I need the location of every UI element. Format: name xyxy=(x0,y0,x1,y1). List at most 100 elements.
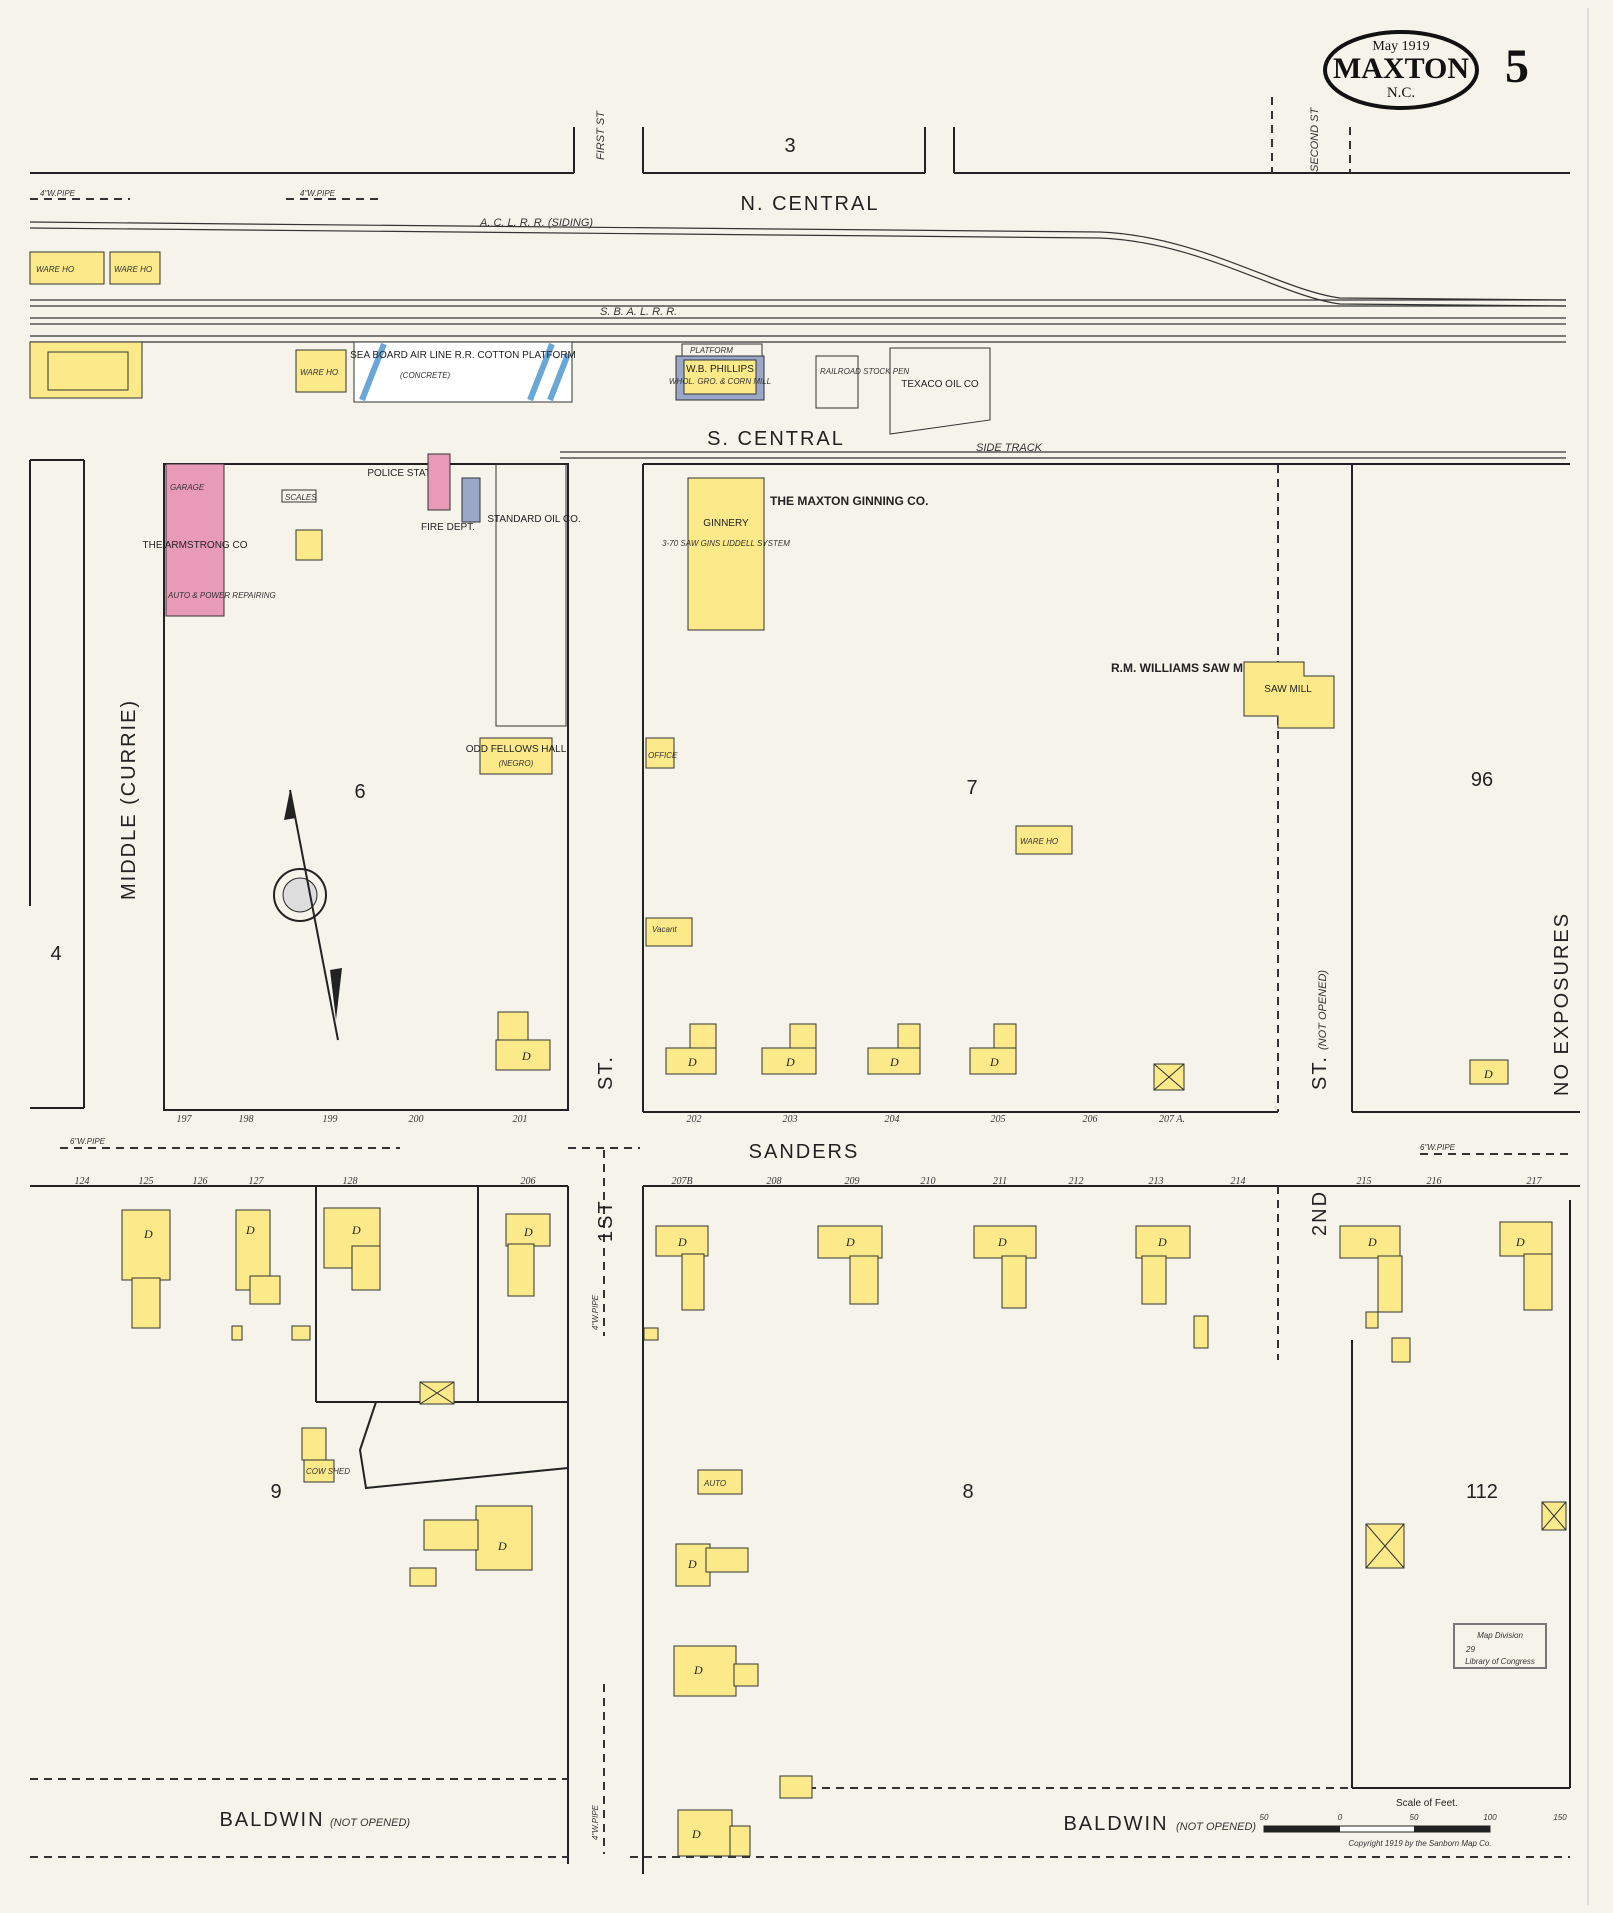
lot-number: 202 xyxy=(687,1114,702,1125)
svg-text:Map Division: Map Division xyxy=(1477,1631,1523,1640)
svg-text:D: D xyxy=(521,1049,531,1063)
svg-text:D: D xyxy=(1483,1067,1493,1081)
svg-text:W.B. PHILLIPS: W.B. PHILLIPS xyxy=(686,364,754,375)
svg-text:D: D xyxy=(677,1235,687,1249)
svg-text:WARE HO: WARE HO xyxy=(300,368,338,377)
pipe-label-4: 6"W.PIPE xyxy=(1420,1143,1456,1152)
lot-number: 207 A. xyxy=(1159,1114,1185,1125)
lot-number: 214 xyxy=(1231,1176,1246,1187)
svg-text:GINNERY: GINNERY xyxy=(703,518,749,529)
lot-number: 206 xyxy=(521,1176,536,1187)
svg-text:D: D xyxy=(691,1827,701,1841)
lot-number: 201 xyxy=(513,1114,528,1125)
dwellings-block9: D D D D COW SHED D xyxy=(121,1207,551,1587)
svg-text:50: 50 xyxy=(1260,1813,1269,1822)
dashed-streets xyxy=(30,97,1570,1858)
town-cement-wareho xyxy=(295,529,323,561)
lot-number: 127 xyxy=(249,1176,265,1187)
ware-ho-3: WARE HO xyxy=(295,349,347,393)
no-exposures-label: NO EXPOSURES xyxy=(1551,912,1573,1096)
title-cartouche: May 1919 MAXTON N.C. 5 xyxy=(1323,30,1529,110)
phillips-corn-mill: W.B. PHILLIPS WHOL. GRO. & CORN MILL PLA… xyxy=(669,343,771,401)
svg-text:D: D xyxy=(1515,1235,1525,1249)
acl-rail-label: A. C. L. R. R. (SIDING) xyxy=(479,217,593,229)
lot-number: 198 xyxy=(239,1114,254,1125)
dwelling-211: D xyxy=(973,1225,1037,1309)
street-2nd: 2ND xyxy=(1309,1190,1331,1236)
dwelling-217: D xyxy=(1499,1221,1553,1311)
lot-number: 205 xyxy=(991,1114,1006,1125)
svg-text:Scale of Feet.: Scale of Feet. xyxy=(1396,1798,1458,1809)
svg-text:SEA BOARD AIR LINE R.R. COTTON: SEA BOARD AIR LINE R.R. COTTON PLATFORM xyxy=(350,350,576,361)
cow-shed: COW SHED xyxy=(303,1459,350,1483)
lot-number: 126 xyxy=(193,1176,208,1187)
lot-number: 207B xyxy=(671,1176,692,1187)
lot-number: 124 xyxy=(75,1176,90,1187)
dwelling-215: D xyxy=(1339,1225,1403,1313)
lot-number: 209 xyxy=(845,1176,860,1187)
standard-oil-co: STANDARD OIL CO. xyxy=(487,463,581,727)
svg-text:D: D xyxy=(693,1663,703,1677)
block-number-3: 3 xyxy=(784,135,795,157)
lot-number: 213 xyxy=(1149,1176,1164,1187)
dwelling-213: D xyxy=(1135,1225,1191,1305)
svg-text:D: D xyxy=(687,1055,697,1069)
svg-text:WARE HO: WARE HO xyxy=(36,265,74,274)
dwelling-202: D xyxy=(665,1023,717,1075)
second-st-not-opened: (NOT OPENED) xyxy=(1317,970,1329,1050)
freight-shed-inner xyxy=(47,351,129,391)
street-lines xyxy=(29,127,1580,1874)
svg-text:150: 150 xyxy=(1553,1813,1567,1822)
pipe-label-2: 4"W.PIPE xyxy=(300,189,336,198)
svg-text:D: D xyxy=(997,1235,1007,1249)
fire-dept: FIRE DEPT. xyxy=(421,453,481,533)
dwelling-block9-lower: D xyxy=(409,1505,533,1587)
texaco-oil-co: TEXACO OIL CO xyxy=(889,347,991,435)
svg-text:TEXACO OIL CO: TEXACO OIL CO xyxy=(901,379,979,390)
dwelling-119: D xyxy=(677,1809,751,1857)
svg-text:D: D xyxy=(143,1227,153,1241)
copyright-label: Copyright 1919 by the Sanborn Map Co. xyxy=(1348,1839,1491,1848)
street-middle-currie: MIDDLE (CURRIE) xyxy=(118,699,140,900)
svg-text:D: D xyxy=(523,1225,533,1239)
lot-number: 197 xyxy=(177,1114,193,1125)
lot-number: 211 xyxy=(993,1176,1007,1187)
svg-text:SCALES: SCALES xyxy=(285,493,317,502)
lot-number: 215 xyxy=(1357,1176,1372,1187)
svg-text:(NEGRO): (NEGRO) xyxy=(499,759,534,768)
railroad-tracks xyxy=(29,221,1567,459)
baldwin-west-not-opened: (NOT OPENED) xyxy=(330,1817,410,1829)
dwelling-128: D xyxy=(323,1207,381,1291)
pipe-label-6: 4"W.PIPE xyxy=(591,1804,600,1840)
svg-text:FIRE DEPT.: FIRE DEPT. xyxy=(421,522,475,533)
svg-text:D: D xyxy=(889,1055,899,1069)
dwellings-block7: D D D D xyxy=(665,1023,1185,1091)
lot-number: 217 xyxy=(1527,1176,1543,1187)
pipe-label-5: 4"W.PIPE xyxy=(591,1294,600,1330)
lot-number: 208 xyxy=(767,1176,782,1187)
scale-bar: Scale of Feet. 50 0 50 100 150 Copyright… xyxy=(1260,1798,1568,1848)
block-number-9: 9 xyxy=(270,1481,281,1503)
svg-text:D: D xyxy=(1157,1235,1167,1249)
lot-number: 203 xyxy=(783,1114,798,1125)
dwelling-block96: D xyxy=(1469,1059,1509,1085)
svg-text:D: D xyxy=(1367,1235,1377,1249)
svg-text:AUTO: AUTO xyxy=(703,1479,726,1488)
block-number-4: 4 xyxy=(50,943,61,965)
lot-number: 200 xyxy=(409,1114,424,1125)
lot-number: 199 xyxy=(323,1114,338,1125)
maxton-ginning-co: GINNERY 3-70 SAW GINS LIDDELL SYSTEM THE… xyxy=(662,477,928,631)
pipe-label-3: 6"W.PIPE xyxy=(70,1137,106,1146)
svg-text:50: 50 xyxy=(1410,1813,1419,1822)
svg-text:THE ARMSTRONG CO: THE ARMSTRONG CO xyxy=(142,540,247,551)
police-station: POLICE STATION xyxy=(367,468,448,479)
lot-number: 125 xyxy=(139,1176,154,1187)
svg-text:ODD FELLOWS HALL: ODD FELLOWS HALL xyxy=(466,744,567,755)
street-n-central: N. CENTRAL xyxy=(741,193,880,215)
svg-text:STANDARD OIL CO.: STANDARD OIL CO. xyxy=(487,514,580,525)
lot-numbers-north-left: 197 198 199 200 201 xyxy=(177,1114,528,1125)
